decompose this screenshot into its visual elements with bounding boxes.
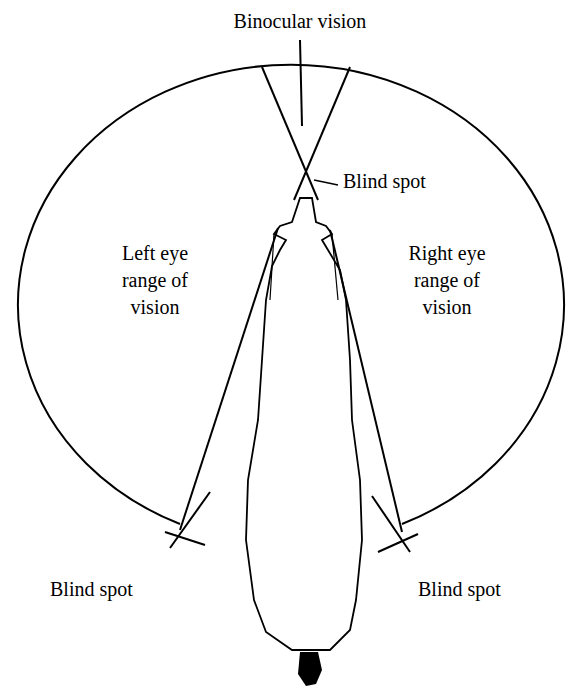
horse-detail: [270, 234, 274, 300]
region-label: Binocular vision: [200, 8, 400, 35]
horse-tail: [298, 652, 322, 686]
horse-detail: [332, 234, 338, 300]
region-label: Left eye range of vision: [100, 240, 210, 321]
blind-spot-label: Blind spot: [418, 576, 538, 603]
left-eye-boundary: [180, 228, 278, 530]
region-label: Right eye range of vision: [392, 240, 502, 321]
leader-line: [300, 40, 302, 126]
blind-spot-mark: [165, 532, 205, 545]
binocular-boundary: [294, 67, 350, 200]
blind-spot-label: Blind spot: [50, 576, 170, 603]
blind-spot-label: Blind spot: [343, 168, 463, 195]
blind-spot-mark: [378, 534, 418, 552]
binocular-boundary: [262, 67, 318, 200]
horse-outline: [246, 198, 362, 650]
blind-spot-mark: [372, 496, 410, 552]
leader-line: [314, 180, 338, 185]
vision-field-circle: [18, 65, 564, 524]
